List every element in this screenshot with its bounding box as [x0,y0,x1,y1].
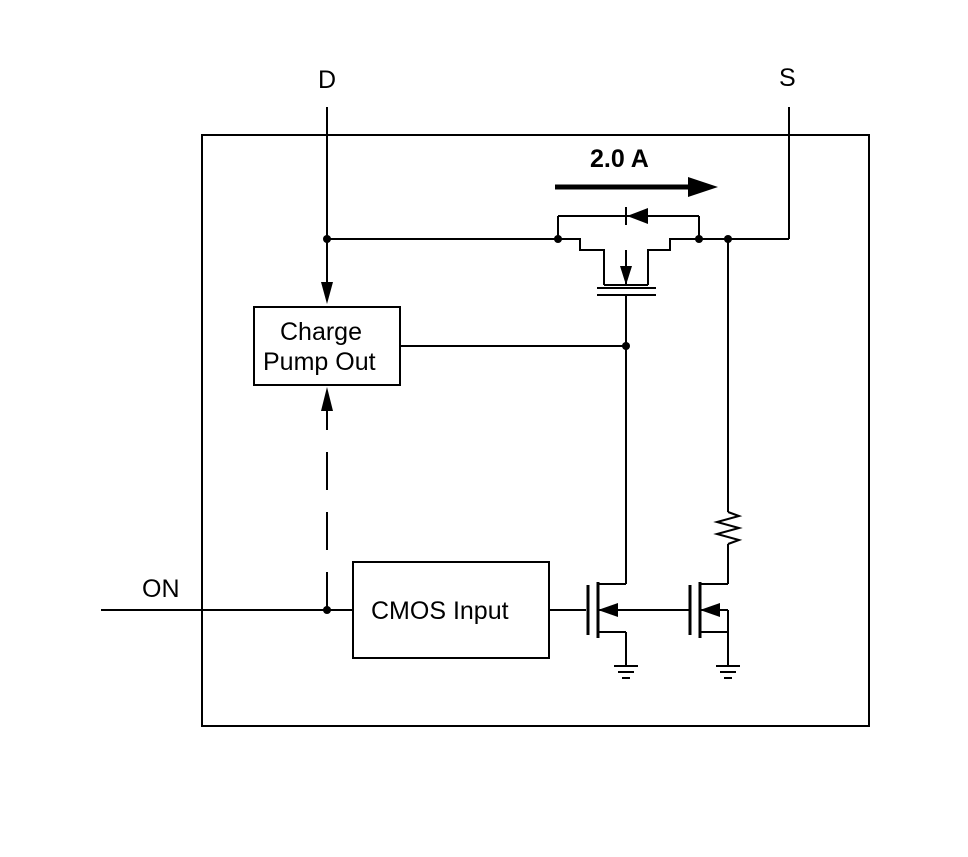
current-label: 2.0 A [590,145,649,173]
body-diode [554,207,703,243]
current-direction-arrow [555,177,718,197]
enable-dashed-link [321,387,333,610]
on-input-wire [101,606,353,614]
drain-wire [321,107,558,304]
gate-pulldown-nmos [586,346,690,679]
pin-label-on: ON [142,575,180,603]
ic-boundary [201,134,870,727]
power-mosfet [558,238,699,350]
pin-label-d: D [318,66,336,94]
cmos-input-label: CMOS Input [371,597,509,625]
discharge-path [688,239,743,679]
charge-pump-label-line1: Charge [280,318,362,346]
source-wire [699,107,790,243]
pin-label-s: S [779,64,796,92]
charge-pump-label-line2: Pump Out [263,348,376,376]
